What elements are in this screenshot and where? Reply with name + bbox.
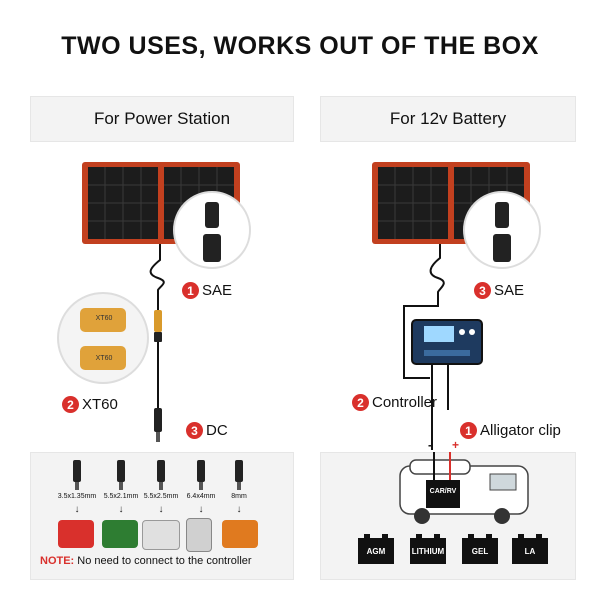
callout-label: Alligator clip bbox=[480, 422, 561, 439]
right-title-box: For 12v Battery bbox=[320, 96, 576, 142]
polarity-positive: + bbox=[452, 438, 460, 452]
power-station-icon bbox=[102, 520, 138, 548]
callout-right-sae: 3 SAE bbox=[474, 282, 524, 299]
callout-label: Controller bbox=[372, 394, 438, 411]
battery-gel: GEL bbox=[462, 534, 498, 564]
callout-label: DC bbox=[206, 422, 228, 439]
power-station-icon bbox=[222, 520, 258, 548]
callout-right-controller: 2 Controller bbox=[352, 394, 437, 411]
dc-plug-5 bbox=[235, 460, 243, 490]
left-title-box: For Power Station bbox=[30, 96, 294, 142]
callout-left-dc: 3 DC bbox=[186, 422, 228, 439]
power-station-icon bbox=[142, 520, 180, 550]
dc-size-label: 5.5x2.1mm bbox=[103, 493, 139, 500]
callout-label: XT60 bbox=[82, 396, 118, 413]
dc-plug-1 bbox=[73, 460, 81, 490]
dc-plug-3 bbox=[157, 460, 165, 490]
callout-number: 1 bbox=[460, 422, 477, 439]
rv-battery-label: CAR/RV bbox=[429, 488, 457, 495]
callout-left-xt60: 2 XT60 bbox=[62, 396, 118, 413]
power-station-icon bbox=[58, 520, 94, 548]
sae-zoom-left bbox=[173, 191, 251, 269]
callout-number: 2 bbox=[352, 394, 369, 411]
arrow-down-icon: ↓ bbox=[198, 504, 204, 515]
headline: TWO USES, WORKS OUT OF THE BOX bbox=[61, 32, 539, 60]
callout-number: 2 bbox=[62, 396, 79, 413]
callout-number: 3 bbox=[474, 282, 491, 299]
right-diagram-graphic bbox=[372, 162, 541, 450]
dc-size-label: 6.4x4mm bbox=[186, 493, 216, 500]
arrow-down-icon: ↓ bbox=[118, 504, 124, 515]
xt60-bottom-label: XT60 bbox=[95, 355, 113, 362]
callout-right-alligator: 1 Alligator clip bbox=[460, 422, 561, 439]
left-diagram-graphic bbox=[57, 162, 251, 442]
sae-zoom-right bbox=[463, 191, 541, 269]
dc-size-label: 8mm bbox=[231, 493, 247, 500]
callout-number: 1 bbox=[182, 282, 199, 299]
callout-left-sae: 1 SAE bbox=[182, 282, 232, 299]
polarity-negative: - bbox=[428, 438, 432, 452]
arrow-down-icon: ↓ bbox=[158, 504, 164, 515]
dc-plug-2 bbox=[117, 460, 125, 490]
battery-lithium: LITHIUM bbox=[410, 534, 446, 564]
note-text: NOTE: No need to connect to the controll… bbox=[40, 555, 252, 567]
note-body: No need to connect to the controller bbox=[74, 555, 252, 567]
arrow-down-icon: ↓ bbox=[236, 504, 242, 515]
left-section-title: For Power Station bbox=[93, 109, 231, 128]
note-prefix: NOTE: bbox=[40, 555, 75, 567]
dc-plug-4 bbox=[197, 460, 205, 490]
callout-label: SAE bbox=[494, 282, 525, 299]
power-station-icon bbox=[186, 518, 212, 552]
right-section-title: For 12v Battery bbox=[389, 109, 507, 128]
battery-agm: AGM bbox=[358, 534, 394, 564]
dc-size-label: 5.5x2.5mm bbox=[143, 493, 179, 500]
dc-size-label: 3.5x1.35mm bbox=[57, 493, 97, 500]
battery-la: LA bbox=[512, 534, 548, 564]
callout-label: SAE bbox=[202, 282, 233, 299]
arrow-down-icon: ↓ bbox=[74, 504, 80, 515]
rv-graphic bbox=[399, 452, 529, 524]
callout-number: 3 bbox=[186, 422, 203, 439]
xt60-top-label: XT60 bbox=[95, 315, 113, 322]
